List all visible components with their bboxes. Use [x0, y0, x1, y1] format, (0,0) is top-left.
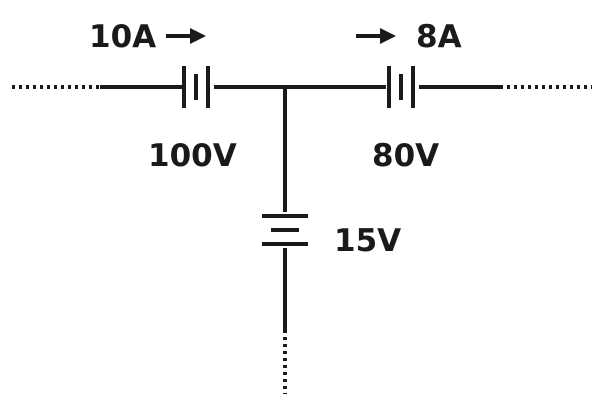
bottom-battery-symbol: [262, 214, 308, 246]
right-current-label: 8A: [416, 19, 462, 55]
right-voltage-label: 80V: [372, 138, 439, 174]
left-battery-symbol: [182, 66, 210, 108]
left-current-arrow: [166, 28, 206, 44]
right-current-arrow: [356, 28, 396, 44]
right-battery-symbol: [387, 66, 415, 108]
left-voltage-label: 100V: [148, 138, 237, 174]
right-arrow-head-icon: [380, 28, 396, 44]
bottom-voltage-label: 15V: [334, 223, 401, 259]
left-current-label: 10A: [89, 19, 156, 55]
left-arrow-head-icon: [190, 28, 206, 44]
